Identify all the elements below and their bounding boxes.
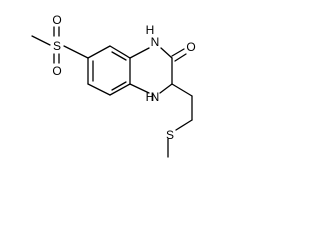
chemical-structure-diagram: S O O H N O H N S	[31, 13, 196, 158]
atom-label-amide-n: N	[151, 35, 160, 49]
bond-ch-to-nh-bottom	[159, 83, 173, 94]
bond-co-double	[174, 53, 187, 62]
atom-label-thioether-sulfur: S	[166, 128, 174, 142]
atom-label-sulfonyl-sulfur: S	[53, 39, 61, 53]
bond-sulfonyl-methyl	[31, 35, 51, 46]
bond-co-double	[171, 48, 185, 57]
atom-label-sulfonyl-oxygen-bottom: O	[52, 64, 61, 78]
atom-label-amine-h: H	[146, 90, 155, 104]
bond-double-inner	[111, 51, 127, 61]
atom-label-amine-n: N	[151, 90, 160, 104]
bond-nh-to-carbonyl	[160, 47, 173, 59]
atom-label-sulfonyl-oxygen-top: O	[52, 13, 61, 27]
atom-label-carbonyl-oxygen: O	[186, 40, 195, 54]
bond-side-chain	[171, 83, 193, 97]
bond-side-chain	[175, 119, 193, 131]
atom-label-group: S O O H N O H N S	[52, 13, 195, 142]
bond-aromatic	[109, 83, 131, 96]
bond-group	[31, 26, 193, 158]
atom-label-amide-h: H	[146, 23, 155, 37]
bond-nh-bottom-to-ring	[129, 83, 150, 94]
bond-ring-to-sulfonyl	[63, 45, 89, 59]
bond-aromatic	[87, 83, 111, 96]
bond-aromatic	[87, 45, 111, 59]
bond-ring-to-nh-top	[129, 47, 150, 59]
bond-aromatic	[109, 45, 131, 59]
bond-double-inner	[111, 81, 127, 91]
